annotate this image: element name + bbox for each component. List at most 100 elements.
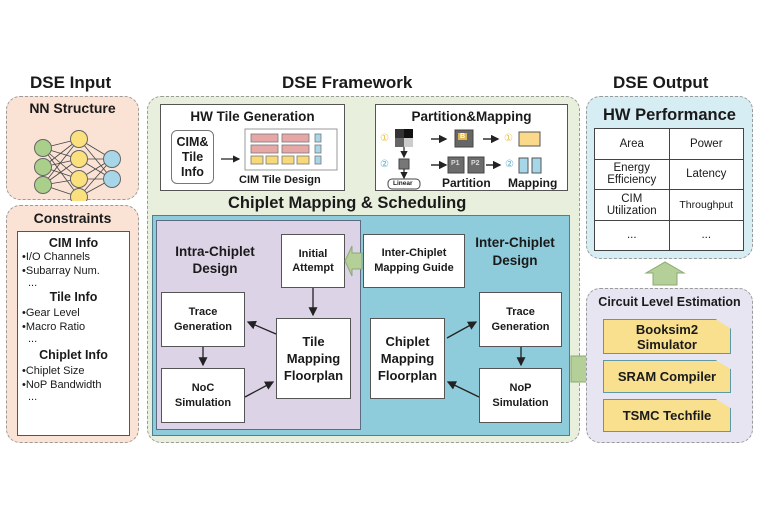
nn-hidden-node <box>70 170 88 188</box>
circuit-to-performance-arrow-icon <box>644 261 686 286</box>
tile-mapping-floorplan-box: Tile Mapping Floorplan <box>276 318 351 399</box>
nop-simulation-box: NoP Simulation <box>479 368 562 423</box>
circuit-estimation-panel: Circuit Level Estimation Booksim2 Simula… <box>586 288 753 443</box>
constraint-item: •NoP Bandwidth <box>22 379 102 391</box>
constraints-panel: Constraints CIM Info •I/O Channels •Suba… <box>6 205 139 443</box>
cim-tile-design-graphic <box>221 128 338 171</box>
metric-ellipsis: ... <box>669 220 744 251</box>
constraint-ellipsis: ... <box>28 333 38 345</box>
nn-structure-title: NN Structure <box>29 100 116 116</box>
hw-tile-generation-box: HW Tile Generation CIM& Tile Info CIM Ti… <box>160 104 345 191</box>
cim-info-heading: CIM Info <box>48 236 99 250</box>
step-1-icon: ① <box>504 133 513 144</box>
cim-tile-info-line: Info <box>181 164 204 179</box>
cim-tile-info-line: CIM& <box>176 134 209 149</box>
nop-simulation-line: NoP <box>509 381 532 394</box>
tsmc-techfile-tool: TSMC Techfile <box>603 399 731 432</box>
dse-framework-heading: DSE Framework <box>282 73 413 92</box>
tool-label-line: Simulator <box>637 336 697 352</box>
intra-chiplet-title-line: Intra-Chiplet <box>175 244 255 259</box>
noc-simulation-line: NoC <box>191 381 215 394</box>
intra-chiplet-title-line: Design <box>192 261 238 276</box>
tile-mapping-line: Mapping <box>286 351 341 366</box>
chiplet-mapping-line: Chiplet <box>385 334 430 349</box>
constraints-list: CIM Info •I/O Channels •Subarray Num. ..… <box>17 231 130 436</box>
constraint-ellipsis: ... <box>28 277 38 289</box>
block-b-label: B <box>460 133 466 140</box>
dse-output-heading: DSE Output <box>613 73 709 92</box>
chiplet-mapping-line: Floorplan <box>377 368 438 383</box>
trace-generation-line: Trace <box>506 305 535 318</box>
nn-hidden-node <box>70 188 88 201</box>
partition-mapping-graphic <box>387 129 542 190</box>
constraints-title: Constraints <box>33 210 112 226</box>
inter-chiplet-mapping-guide-box: Inter-Chiplet Mapping Guide <box>363 234 465 288</box>
metric-area: Area <box>595 129 670 160</box>
step-2-icon: ② <box>505 159 514 170</box>
partition-label: Partition <box>442 176 491 190</box>
nn-output-node <box>103 150 121 168</box>
intra-trace-generation-box: Trace Generation <box>161 292 245 347</box>
nn-input-node <box>34 158 52 176</box>
hw-performance-table: Area Power Energy Efficiency Latency CIM… <box>594 128 744 251</box>
circuit-estimation-title: Circuit Level Estimation <box>598 295 741 309</box>
inter-chiplet-title-line: Design <box>492 253 538 268</box>
constraint-item: •Gear Level <box>22 307 80 319</box>
dse-input-heading: DSE Input <box>30 73 112 92</box>
noc-simulation-line: Simulation <box>174 396 232 409</box>
nn-output-node <box>103 170 121 188</box>
partition-mapping-box: Partition&Mapping ① ② ① ② B P1 P2 Linear… <box>375 104 568 191</box>
trace-generation-line: Trace <box>188 305 218 318</box>
inter-chiplet-title: Inter-Chiplet Design <box>465 234 565 270</box>
constraint-item: •I/O Channels <box>22 251 91 263</box>
noc-simulation-box: NoC Simulation <box>161 368 245 423</box>
chiplet-mapping-line: Mapping <box>380 351 435 366</box>
nn-input-node <box>34 139 52 157</box>
constraint-item: •Chiplet Size <box>22 365 85 377</box>
initial-attempt-line: Attempt <box>292 262 334 274</box>
inter-trace-generation-box: Trace Generation <box>479 292 562 347</box>
metric-latency: Latency <box>669 159 744 190</box>
nn-input-node <box>34 176 52 194</box>
sram-compiler-tool: SRAM Compiler <box>603 360 731 393</box>
partition-mapping-title: Partition&Mapping <box>411 109 532 124</box>
step-1-icon: ① <box>380 133 389 144</box>
booksim2-simulator-tool: Booksim2 Simulator <box>603 319 731 354</box>
metric-power: Power <box>669 129 744 160</box>
linear-label: Linear <box>393 180 413 187</box>
metric-energy-efficiency: Energy Efficiency <box>595 159 670 190</box>
chiplet-mapping-scheduling-title: Chiplet Mapping & Scheduling <box>228 194 467 212</box>
metric-cim-utilization: CIM Utilization <box>595 190 670 221</box>
initial-attempt-box: Initial Attempt <box>281 234 345 288</box>
neural-network-icon <box>34 130 121 201</box>
initial-attempt-line: Initial <box>298 248 328 260</box>
nn-structure-panel: NN Structure <box>6 96 139 201</box>
cim-tile-info-box: CIM& Tile Info <box>171 130 214 184</box>
nop-simulation-line: Simulation <box>492 396 549 409</box>
block-p1-label: P1 <box>451 160 460 167</box>
tile-mapping-line: Tile <box>302 334 325 349</box>
tool-label-line: Booksim2 <box>635 321 699 337</box>
hw-performance-title: HW Performance <box>603 106 736 124</box>
tile-mapping-line: Floorplan <box>283 368 344 383</box>
tool-label-line: TSMC Techfile <box>622 408 712 423</box>
cim-tile-info-line: Tile <box>181 149 204 164</box>
intra-chiplet-title: Intra-Chiplet Design <box>165 243 265 277</box>
cim-tile-design-label: CIM Tile Design <box>239 174 321 186</box>
trace-generation-line: Generation <box>173 320 233 333</box>
mapping-guide-line: Inter-Chiplet <box>381 247 447 259</box>
mapping-guide-line: Mapping Guide <box>374 262 454 274</box>
step-2-icon: ② <box>380 159 389 170</box>
metric-ellipsis: ... <box>595 220 670 251</box>
chiplet-info-heading: Chiplet Info <box>39 348 108 362</box>
constraint-item: •Subarray Num. <box>22 265 100 277</box>
hw-tile-generation-title: HW Tile Generation <box>190 109 315 124</box>
tool-label-line: SRAM Compiler <box>617 369 717 384</box>
constraint-ellipsis: ... <box>28 391 38 403</box>
trace-generation-line: Generation <box>491 320 550 333</box>
tile-info-heading: Tile Info <box>49 290 98 304</box>
mapping-label: Mapping <box>508 176 558 190</box>
hw-performance-panel: HW Performance Area Power Energy Efficie… <box>586 96 753 259</box>
chiplet-mapping-floorplan-box: Chiplet Mapping Floorplan <box>370 318 445 399</box>
constraint-item: •Macro Ratio <box>22 321 86 333</box>
